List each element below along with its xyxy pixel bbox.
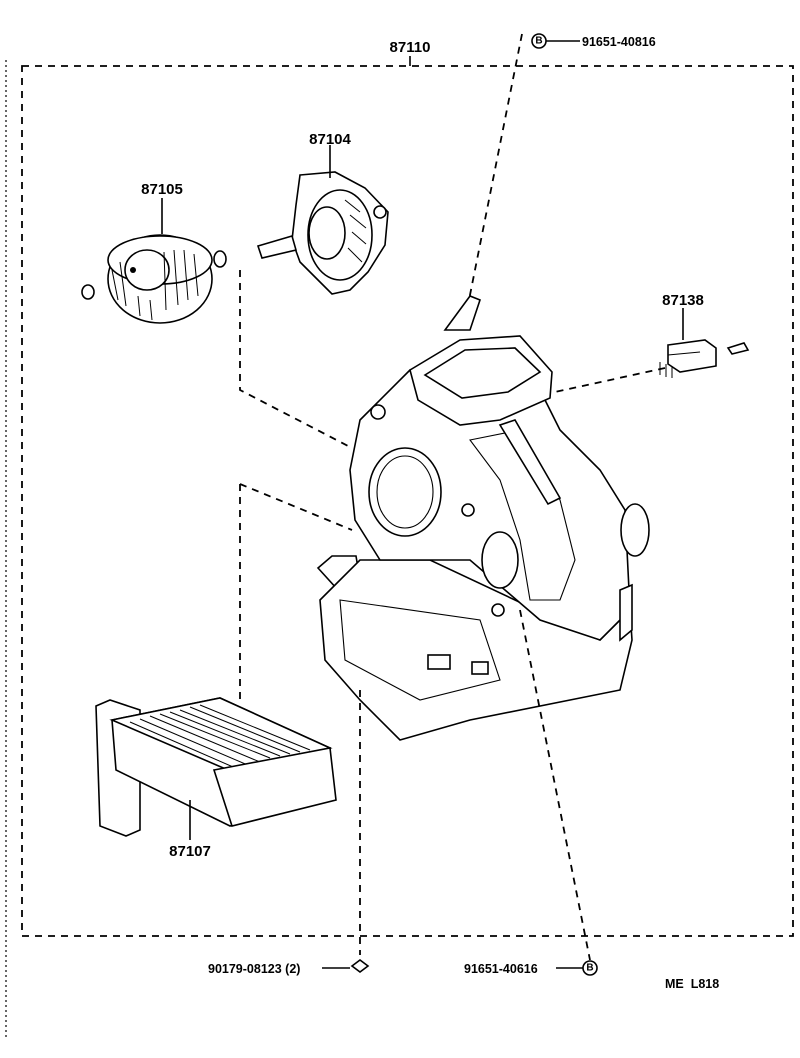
- blower-motor: 87104: [256, 131, 389, 295]
- housing-side-flap: [619, 583, 633, 642]
- motor-part-number: 87104: [309, 131, 351, 148]
- clip-part-number: 90179-08123 (2): [208, 962, 300, 976]
- assembly-frame: [21, 65, 794, 937]
- fan-part-number: 87105: [141, 181, 183, 198]
- servo-part-number: 87138: [662, 292, 704, 309]
- core-end-tank: [212, 747, 337, 827]
- housing-lever-pivot: [370, 404, 386, 420]
- top-screw-callout: B 91651-40816: [467, 33, 656, 306]
- fan-washer: [213, 250, 227, 268]
- housing-control-rod: [498, 419, 562, 506]
- figure-code: ME L818: [665, 977, 719, 991]
- servo-motor: 87138: [554, 292, 750, 393]
- motor-grommet: [373, 205, 387, 219]
- core-part-number: 87107: [169, 843, 211, 860]
- housing-screw-hole: [491, 603, 505, 617]
- servo-guide-line: [554, 367, 666, 393]
- screw-b-symbol-bottom-label: B: [586, 963, 593, 974]
- clip-callout: 90179-08123 (2): [208, 690, 370, 976]
- servo-screw: [726, 342, 750, 355]
- screw-b-symbol-top-label: B: [535, 36, 542, 47]
- bottom-screw-part-number: 91651-40616: [464, 962, 538, 976]
- housing-clip-tab: [427, 654, 451, 670]
- assembly-part-number: 87110: [390, 39, 431, 56]
- bottom-screw-callout: B 91651-40616: [464, 609, 598, 976]
- fan-guide-line: [239, 270, 353, 449]
- housing-outlet: [620, 503, 650, 557]
- heater-core: 87107: [95, 697, 337, 860]
- fan-nut: [81, 284, 95, 300]
- housing-clip-tab-2: [471, 661, 489, 675]
- motor-cap: [308, 206, 346, 260]
- housing-side-port: [481, 531, 519, 589]
- housing-bracket: [443, 295, 481, 331]
- blower-fan: 87105: [81, 181, 227, 324]
- top-screw-guide-line: [467, 33, 523, 306]
- servo-body: [667, 339, 717, 373]
- housing-lever-pivot-2: [461, 503, 475, 517]
- clip-symbol: [350, 959, 370, 973]
- housing-core-cavity: [339, 599, 501, 701]
- core-guide-line-top: [239, 483, 353, 531]
- top-screw-part-number: 91651-40816: [582, 35, 656, 49]
- motor-shaft: [256, 235, 297, 259]
- housing-inlet-opening: [423, 347, 542, 399]
- heater-housing: [316, 295, 650, 741]
- fan-hub: [124, 249, 170, 291]
- housing-fan-opening: [368, 447, 442, 537]
